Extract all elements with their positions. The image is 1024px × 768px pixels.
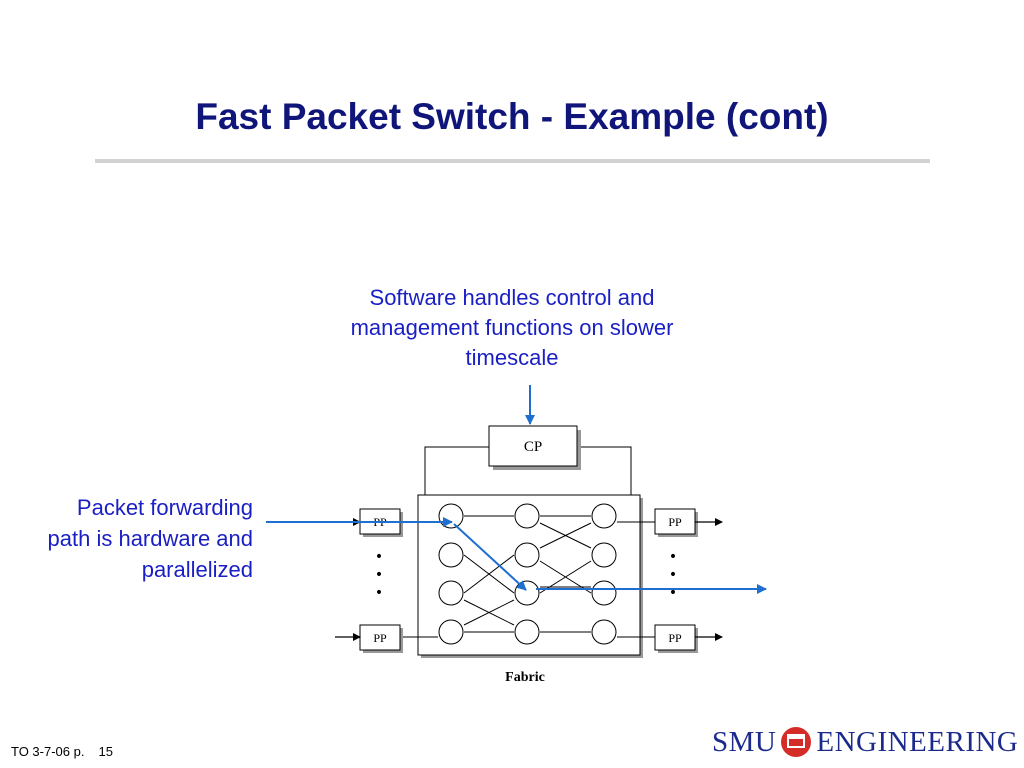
svg-text:•: •	[669, 585, 677, 601]
fabric-node	[591, 542, 617, 568]
fabric-node	[438, 503, 464, 529]
title-divider	[95, 159, 930, 163]
control-processor-box: CP	[488, 425, 581, 470]
port-processor-label: PP	[668, 515, 682, 529]
fabric-node	[438, 542, 464, 568]
port-processor-out-bottom: PP	[654, 624, 698, 653]
logo-text-engineering: ENGINEERING	[816, 725, 1019, 758]
svg-text:•: •	[375, 585, 383, 601]
svg-text:•: •	[669, 549, 677, 565]
svg-text:•: •	[375, 567, 383, 583]
control-loop	[424, 446, 632, 495]
fabric-node	[591, 503, 617, 529]
page-number: 15	[98, 744, 113, 759]
fabric-node	[591, 580, 617, 606]
hardware-annotation: Packet forwarding path is hardware and p…	[47, 495, 253, 582]
slide-footer: TO 3-7-06 p. 15	[11, 744, 113, 759]
fabric-node	[591, 619, 617, 645]
fabric-node	[514, 619, 540, 645]
logo-text-smu: SMU	[712, 725, 777, 758]
footer-text: TO 3-7-06 p.	[11, 744, 85, 759]
slide-title: Fast Packet Switch - Example (cont)	[195, 96, 829, 137]
port-processor-label: PP	[668, 631, 682, 645]
port-processor-in-bottom: PP	[359, 624, 403, 653]
input-ports-ellipsis: • • •	[375, 549, 383, 601]
port-processor-label: PP	[373, 631, 387, 645]
forwarding-arrow-diagonal	[453, 523, 527, 591]
svg-text:•: •	[375, 549, 383, 565]
control-processor-label: CP	[524, 439, 542, 455]
smu-engineering-logo: SMU ENGINEERING	[712, 722, 1018, 762]
fabric-node	[514, 542, 540, 568]
port-processor-out-top: PP	[654, 508, 698, 537]
fabric-node	[438, 580, 464, 606]
svg-text:•: •	[669, 567, 677, 583]
fabric-label: Fabric	[505, 670, 545, 685]
fabric-node	[514, 503, 540, 529]
fabric-node	[514, 580, 540, 606]
annotation-arrows	[266, 385, 767, 594]
output-ports-ellipsis: • • •	[669, 549, 677, 601]
smu-seal-icon	[781, 727, 812, 757]
software-annotation: Software handles control and management …	[350, 285, 674, 370]
fabric-node	[438, 619, 464, 645]
